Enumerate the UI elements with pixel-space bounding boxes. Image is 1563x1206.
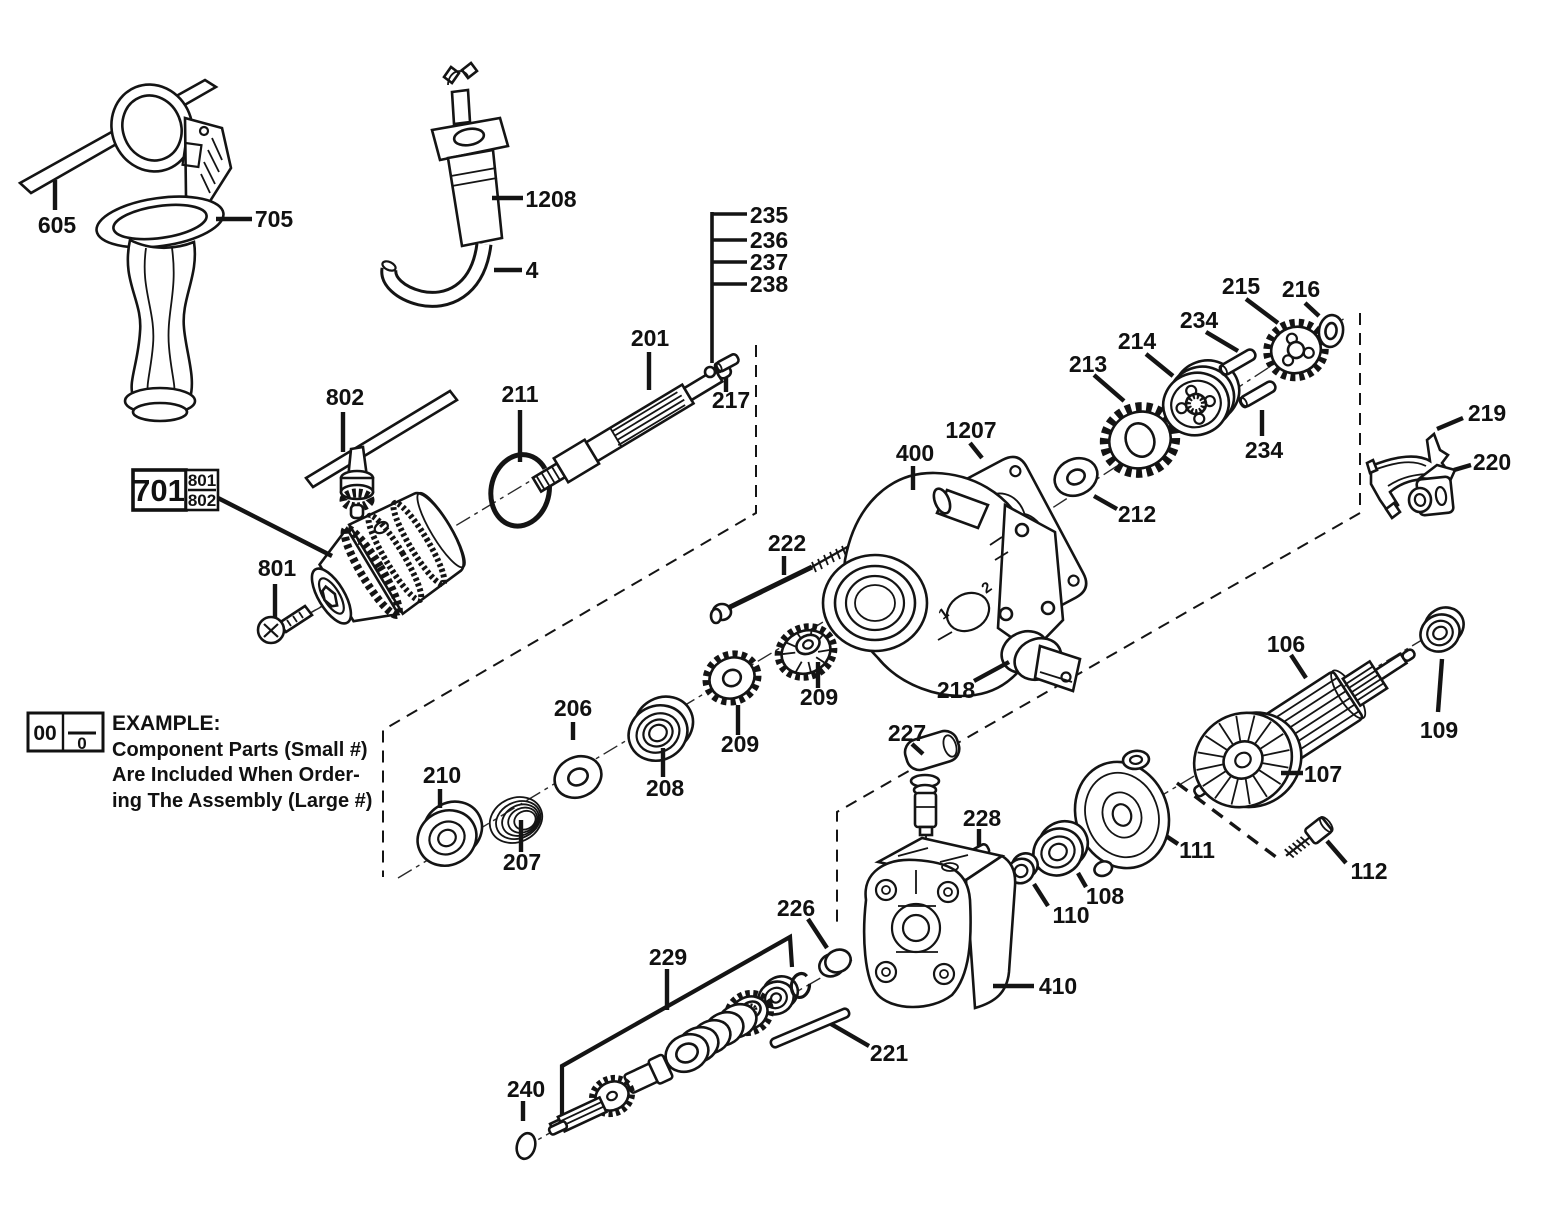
label-1207: 1207 — [945, 417, 996, 443]
dashed-group-box-spindle — [382, 345, 757, 877]
part-clutch-214 — [1161, 359, 1241, 437]
part-screw-222 — [709, 545, 850, 625]
label-211: 211 — [501, 381, 538, 407]
label-111: 111 — [1179, 837, 1215, 863]
assembly-sub-top: 801 — [188, 471, 216, 490]
legend-heading: EXAMPLE: — [112, 712, 221, 735]
label-235: 235 — [750, 202, 789, 228]
part-gear-213 — [1099, 402, 1181, 478]
part-bearing-109 — [1419, 606, 1465, 653]
label-234-top: 234 — [1180, 307, 1219, 333]
part-bearing-208 — [627, 695, 695, 762]
part-fan-107 — [1192, 711, 1303, 809]
part-washer-206 — [553, 754, 603, 800]
label-240: 240 — [507, 1076, 545, 1102]
part-cord-guard-1208 — [430, 61, 510, 248]
part-baffle-111 — [1073, 749, 1171, 878]
label-234-bottom: 234 — [1245, 437, 1284, 463]
label-212: 212 — [1118, 501, 1156, 527]
part-chuck-701 — [310, 491, 466, 625]
label-229: 229 — [649, 944, 687, 970]
dashed-group-box-gears — [836, 313, 1361, 925]
part-cluster-washers — [664, 1002, 758, 1074]
part-pin-234-a — [1218, 348, 1257, 377]
part-grease-fitting-227 — [903, 729, 961, 876]
label-222: 222 — [768, 530, 806, 556]
label-227: 227 — [888, 720, 926, 746]
part-pin-221 — [769, 1007, 851, 1049]
label-201: 201 — [631, 325, 670, 351]
label-802: 802 — [326, 384, 364, 410]
part-cluster-shaft — [547, 1053, 674, 1136]
label-221: 221 — [870, 1040, 909, 1066]
label-209-lower: 209 — [721, 731, 759, 757]
part-gear-209-ring — [702, 650, 762, 706]
label-215: 215 — [1222, 273, 1261, 299]
label-4: 4 — [526, 257, 539, 283]
legend-code-large: 00 — [33, 722, 56, 745]
part-selector-218 — [1000, 629, 1082, 693]
label-410: 410 — [1039, 973, 1077, 999]
legend-code-small: 0 — [77, 734, 86, 753]
part-cluster-snap-ring — [789, 972, 812, 1000]
label-110: 110 — [1052, 902, 1089, 928]
assembly-main-number: 701 — [133, 473, 185, 508]
label-213: 213 — [1069, 351, 1107, 377]
label-238: 238 — [750, 271, 789, 297]
part-ring-211 — [488, 452, 552, 529]
part-bearing-108 — [1032, 819, 1090, 877]
label-801: 801 — [258, 555, 297, 581]
bracket-229 — [559, 933, 795, 1115]
part-spindle-201 — [531, 364, 733, 494]
label-219: 219 — [1468, 400, 1506, 426]
legend-line-1: Component Parts (Small #) — [112, 739, 368, 761]
label-112: 112 — [1350, 858, 1387, 884]
part-pin-217 — [703, 353, 740, 379]
label-1208: 1208 — [525, 186, 576, 212]
label-216: 216 — [1282, 276, 1320, 302]
label-705: 705 — [255, 206, 294, 232]
legend-example: 00 0 EXAMPLE: Component Parts (Small #) … — [26, 711, 372, 812]
label-210: 210 — [423, 762, 461, 788]
label-207: 207 — [503, 849, 541, 875]
label-109: 109 — [1420, 717, 1458, 743]
part-chuck-key-802 — [304, 389, 459, 520]
label-107: 107 — [1304, 761, 1342, 787]
label-214: 214 — [1118, 328, 1157, 354]
label-106: 106 — [1267, 631, 1305, 657]
legend-line-2: Are Included When Order- — [112, 764, 360, 786]
label-218: 218 — [937, 677, 976, 703]
label-206: 206 — [554, 695, 592, 721]
label-108: 108 — [1086, 883, 1125, 909]
label-217: 217 — [712, 387, 750, 413]
label-237: 237 — [750, 249, 788, 275]
part-washer-240 — [515, 1131, 537, 1161]
part-screw-801 — [256, 604, 314, 645]
label-226: 226 — [777, 895, 815, 921]
label-220: 220 — [1473, 449, 1511, 475]
part-cord-4 — [380, 242, 493, 308]
part-washer-216 — [1317, 313, 1345, 349]
label-208: 208 — [646, 775, 685, 801]
label-605: 605 — [38, 212, 77, 238]
leader-lines — [52, 180, 1472, 1121]
label-236: 236 — [750, 227, 788, 253]
part-spring-207 — [488, 796, 544, 844]
part-pin-234-b — [1238, 380, 1277, 409]
part-screw-112 — [1284, 815, 1334, 859]
label-209-upper: 209 — [800, 684, 838, 710]
part-gear-case-410 — [862, 836, 1017, 1010]
part-washer-212 — [1053, 456, 1099, 498]
legend-line-3: ing The Assembly (Large #) — [112, 790, 372, 812]
part-gear-housing-400: 1 2 — [821, 471, 1065, 698]
label-228: 228 — [963, 805, 1002, 831]
bracket-235-238 — [710, 212, 747, 363]
label-400: 400 — [896, 440, 934, 466]
assembly-callout-box: 701 801 802 — [131, 468, 220, 512]
part-bracket-220 — [1407, 463, 1457, 517]
assembly-sub-bottom: 802 — [188, 491, 216, 510]
part-bearing-210 — [416, 800, 484, 867]
part-side-handle-705 — [95, 83, 233, 423]
part-plug-226 — [818, 948, 852, 978]
